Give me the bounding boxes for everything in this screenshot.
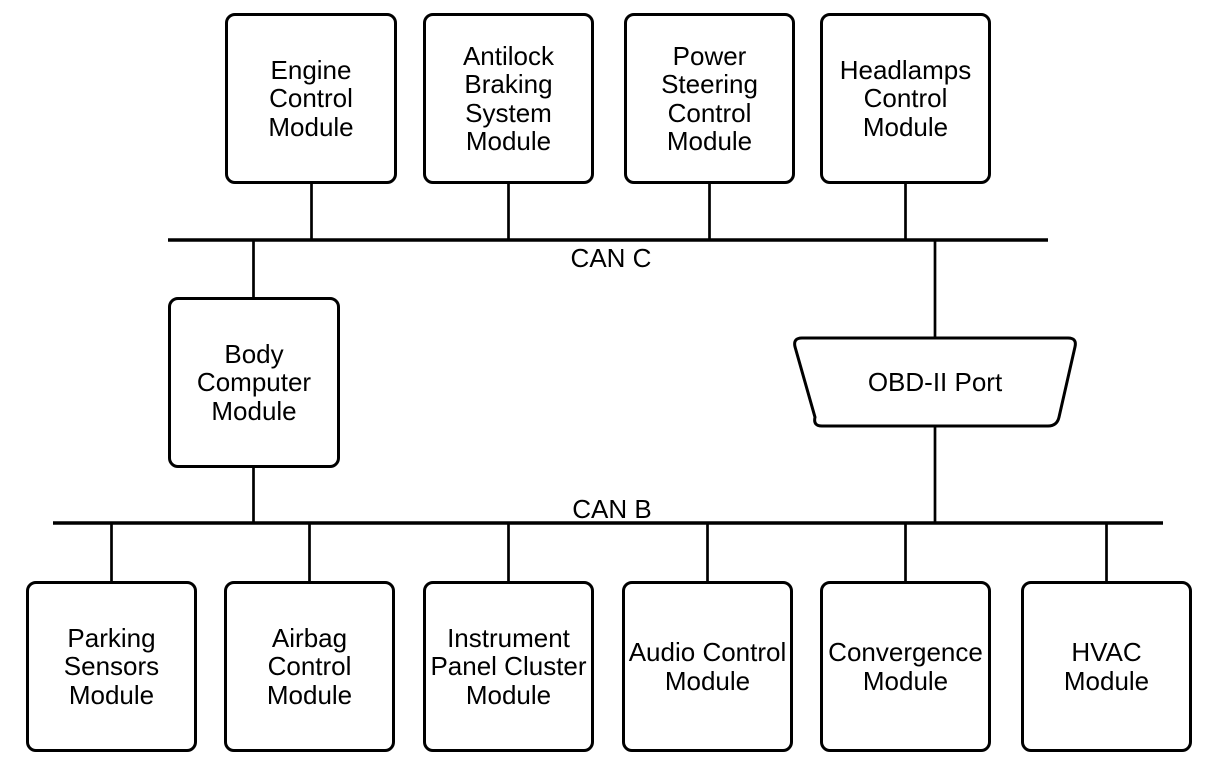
node-label: Airbag Control Module: [266, 622, 353, 710]
node-label: Instrument Panel Cluster Module: [430, 622, 587, 710]
node-headlamps-control-module: Headlamps Control Module: [820, 13, 991, 184]
node-label: Engine Control Module: [268, 54, 354, 142]
node-airbag-control-module: Airbag Control Module: [224, 581, 395, 752]
node-convergence-module: Convergence Module: [820, 581, 991, 752]
node-label: Headlamps Control Module: [839, 54, 972, 142]
node-hvac-module: HVAC Module: [1021, 581, 1192, 752]
node-label: HVAC Module: [1063, 637, 1150, 696]
node-label: Convergence Module: [828, 637, 983, 696]
node-label: Antilock Braking System Module: [462, 40, 555, 156]
obd-port-shape: [793, 336, 1077, 428]
node-body-computer-module: Body Computer Module: [168, 297, 340, 468]
node-engine-control-module: Engine Control Module: [225, 13, 397, 184]
node-audio-control-module: Audio Control Module: [622, 581, 793, 752]
node-label: Audio Control Module: [628, 637, 787, 696]
node-label: Power Steering Control Module: [661, 40, 758, 156]
node-parking-sensors-module: Parking Sensors Module: [26, 581, 197, 752]
node-label: Body Computer Module: [196, 338, 312, 426]
node-antilock-braking-system-module: Antilock Braking System Module: [423, 13, 594, 184]
node-instrument-panel-cluster-module: Instrument Panel Cluster Module: [423, 581, 594, 752]
can-c-bus-label: CAN C: [570, 243, 652, 273]
can-b-bus-label: CAN B: [572, 494, 652, 524]
node-power-steering-control-module: Power Steering Control Module: [624, 13, 795, 184]
node-label: Parking Sensors Module: [63, 622, 160, 710]
